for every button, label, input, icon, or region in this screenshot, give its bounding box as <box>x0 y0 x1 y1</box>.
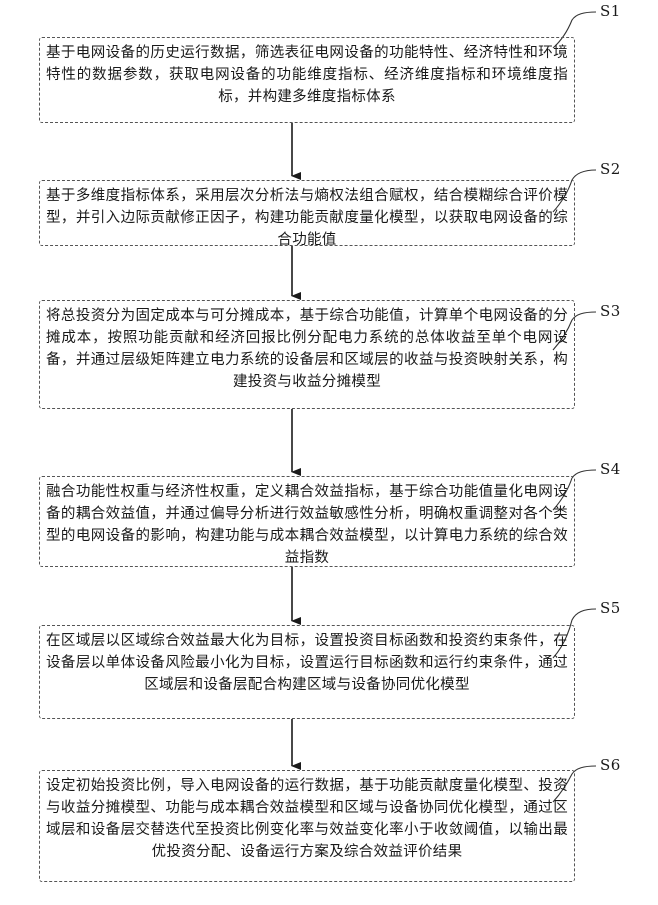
step-label-s5: S5 <box>600 599 621 617</box>
step-label-s4: S4 <box>600 460 621 478</box>
step-text-s6: 设定初始投资比例，导入电网设备的运行数据，基于功能贡献度量化模型、投资与收益分摊… <box>46 778 568 860</box>
step-label-s1: S1 <box>600 2 621 20</box>
step-box-s2: 基于多维度指标体系，采用层次分析法与熵权法组合赋权，结合模糊综合评价模型，并引入… <box>39 180 575 246</box>
step-box-s5: 在区域层以区域综合效益最大化为目标，设置投资目标函数和投资约束条件，在设备层以单… <box>39 625 575 719</box>
step-box-s6: 设定初始投资比例，导入电网设备的运行数据，基于功能贡献度量化模型、投资与收益分摊… <box>39 770 575 882</box>
step-box-s1: 基于电网设备的历史运行数据，筛选表征电网设备的功能特性、经济特性和环境特性的数据… <box>39 37 575 123</box>
step-label-s3: S3 <box>600 302 621 320</box>
step-label-s6: S6 <box>600 756 621 774</box>
step-text-s2: 基于多维度指标体系，采用层次分析法与熵权法组合赋权，结合模糊综合评价模型，并引入… <box>46 188 568 248</box>
step-text-s4: 融合功能性权重与经济性权重，定义耦合效益指标，基于综合功能值量化电网设备的耦合效… <box>46 484 568 566</box>
step-box-s3: 将总投资分为固定成本与可分摊成本，基于综合功能值，计算单个电网设备的分摊成本，按… <box>39 300 575 409</box>
step-text-s3: 将总投资分为固定成本与可分摊成本，基于综合功能值，计算单个电网设备的分摊成本，按… <box>46 308 568 390</box>
step-text-s1: 基于电网设备的历史运行数据，筛选表征电网设备的功能特性、经济特性和环境特性的数据… <box>46 45 568 105</box>
step-box-s4: 融合功能性权重与经济性权重，定义耦合效益指标，基于综合功能值量化电网设备的耦合效… <box>39 476 575 567</box>
step-text-s5: 在区域层以区域综合效益最大化为目标，设置投资目标函数和投资约束条件，在设备层以单… <box>46 633 568 693</box>
step-label-s2: S2 <box>600 160 621 178</box>
